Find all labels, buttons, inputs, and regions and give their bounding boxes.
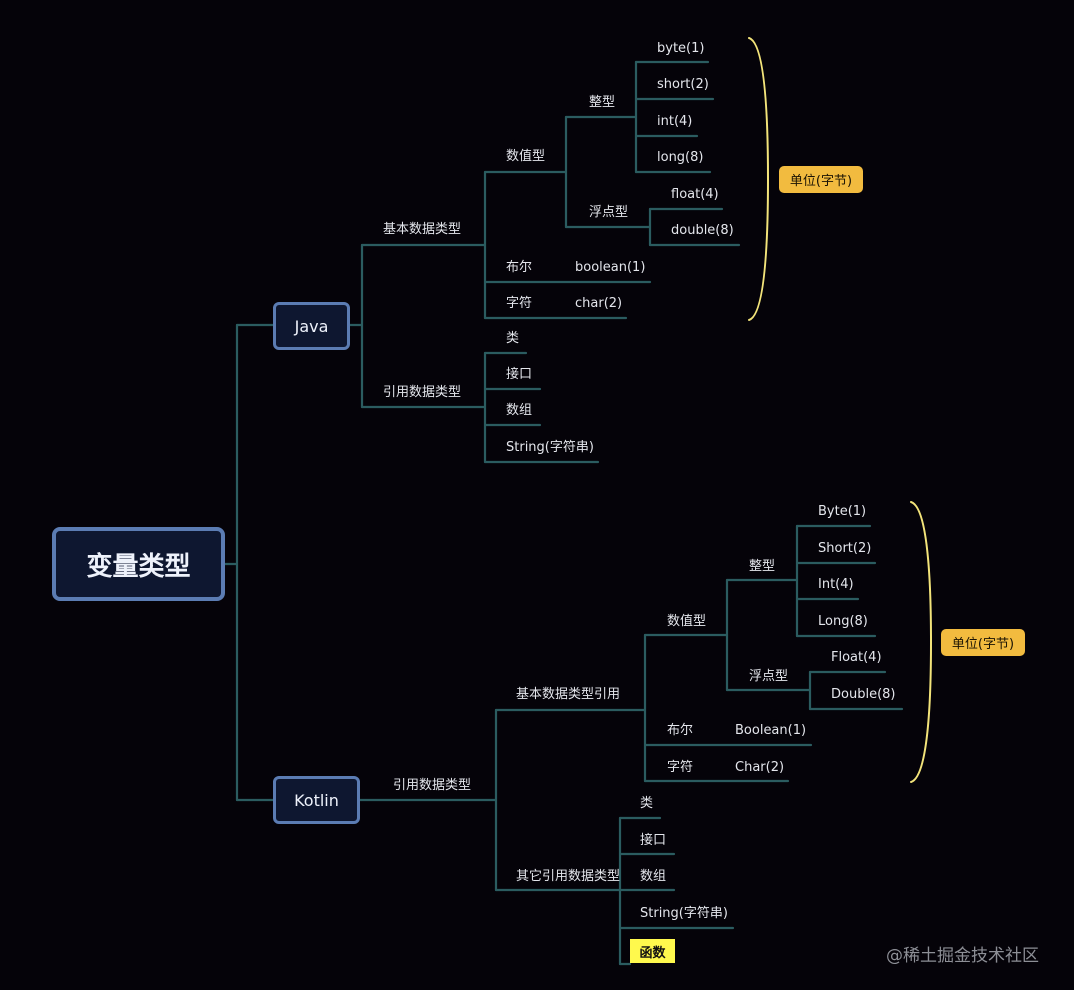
kotlin-float-double[interactable]: Double(8) [831,687,896,702]
kotlin-ref-function[interactable]: 函数 [630,939,675,963]
java-float-label[interactable]: 浮点型 [589,205,629,220]
kotlin-int-int[interactable]: Int(4) [818,577,854,592]
java-float-float[interactable]: float(4) [671,187,719,202]
kotlin-int-long[interactable]: Long(8) [818,614,868,629]
kotlin-ref-array[interactable]: 数组 [640,869,667,884]
kotlin-float-float[interactable]: Float(4) [831,650,882,665]
kotlin-node[interactable]: Kotlin [273,776,360,824]
java-integer-label[interactable]: 整型 [589,95,616,110]
kotlin-integer-label[interactable]: 整型 [749,559,776,574]
kotlin-numeric-label[interactable]: 数值型 [667,614,707,629]
java-float-double[interactable]: double(8) [671,223,734,238]
kotlin-unit-badge[interactable]: 单位(字节) [941,629,1025,656]
java-ref-string[interactable]: String(字符串) [506,440,594,455]
java-numeric-label[interactable]: 数值型 [506,149,546,164]
java-unit-badge[interactable]: 单位(字节) [779,166,863,193]
kotlin-char-label[interactable]: 字符 [667,760,694,775]
root-node[interactable]: 变量类型 [52,527,225,601]
kotlin-boolean-value[interactable]: Boolean(1) [735,723,807,738]
java-ref-class[interactable]: 类 [506,331,520,346]
kotlin-ref-string[interactable]: String(字符串) [640,906,728,921]
kotlin-ref-interface[interactable]: 接口 [640,833,667,848]
java-unit-bracket [748,37,769,321]
java-ref-interface[interactable]: 接口 [506,367,533,382]
java-char-value[interactable]: char(2) [575,296,623,311]
kotlin-boolean-label[interactable]: 布尔 [667,723,694,738]
kotlin-int-short[interactable]: Short(2) [818,541,872,556]
kotlin-int-byte[interactable]: Byte(1) [818,504,867,519]
java-int-short[interactable]: short(2) [657,77,709,92]
java-char-label[interactable]: 字符 [506,296,533,311]
java-int-int[interactable]: int(4) [657,114,693,129]
kotlin-float-label[interactable]: 浮点型 [749,669,789,684]
java-ref-array[interactable]: 数组 [506,403,533,418]
kotlin-reference-label[interactable]: 引用数据类型 [393,778,472,793]
kotlin-unit-bracket [910,501,932,783]
java-boolean-value[interactable]: boolean(1) [575,260,646,275]
java-boolean-label[interactable]: 布尔 [506,260,533,275]
kotlin-primitive-ref-label[interactable]: 基本数据类型引用 [516,687,621,702]
java-reference-label[interactable]: 引用数据类型 [383,385,462,400]
java-primitive-label[interactable]: 基本数据类型 [383,222,462,237]
java-int-byte[interactable]: byte(1) [657,41,705,56]
kotlin-char-value[interactable]: Char(2) [735,760,785,775]
watermark: @稀土掘金技术社区 [886,946,1039,966]
java-int-long[interactable]: long(8) [657,150,704,165]
kotlin-ref-class[interactable]: 类 [640,796,654,811]
java-node[interactable]: Java [273,302,350,350]
kotlin-other-ref-label[interactable]: 其它引用数据类型 [516,869,621,884]
